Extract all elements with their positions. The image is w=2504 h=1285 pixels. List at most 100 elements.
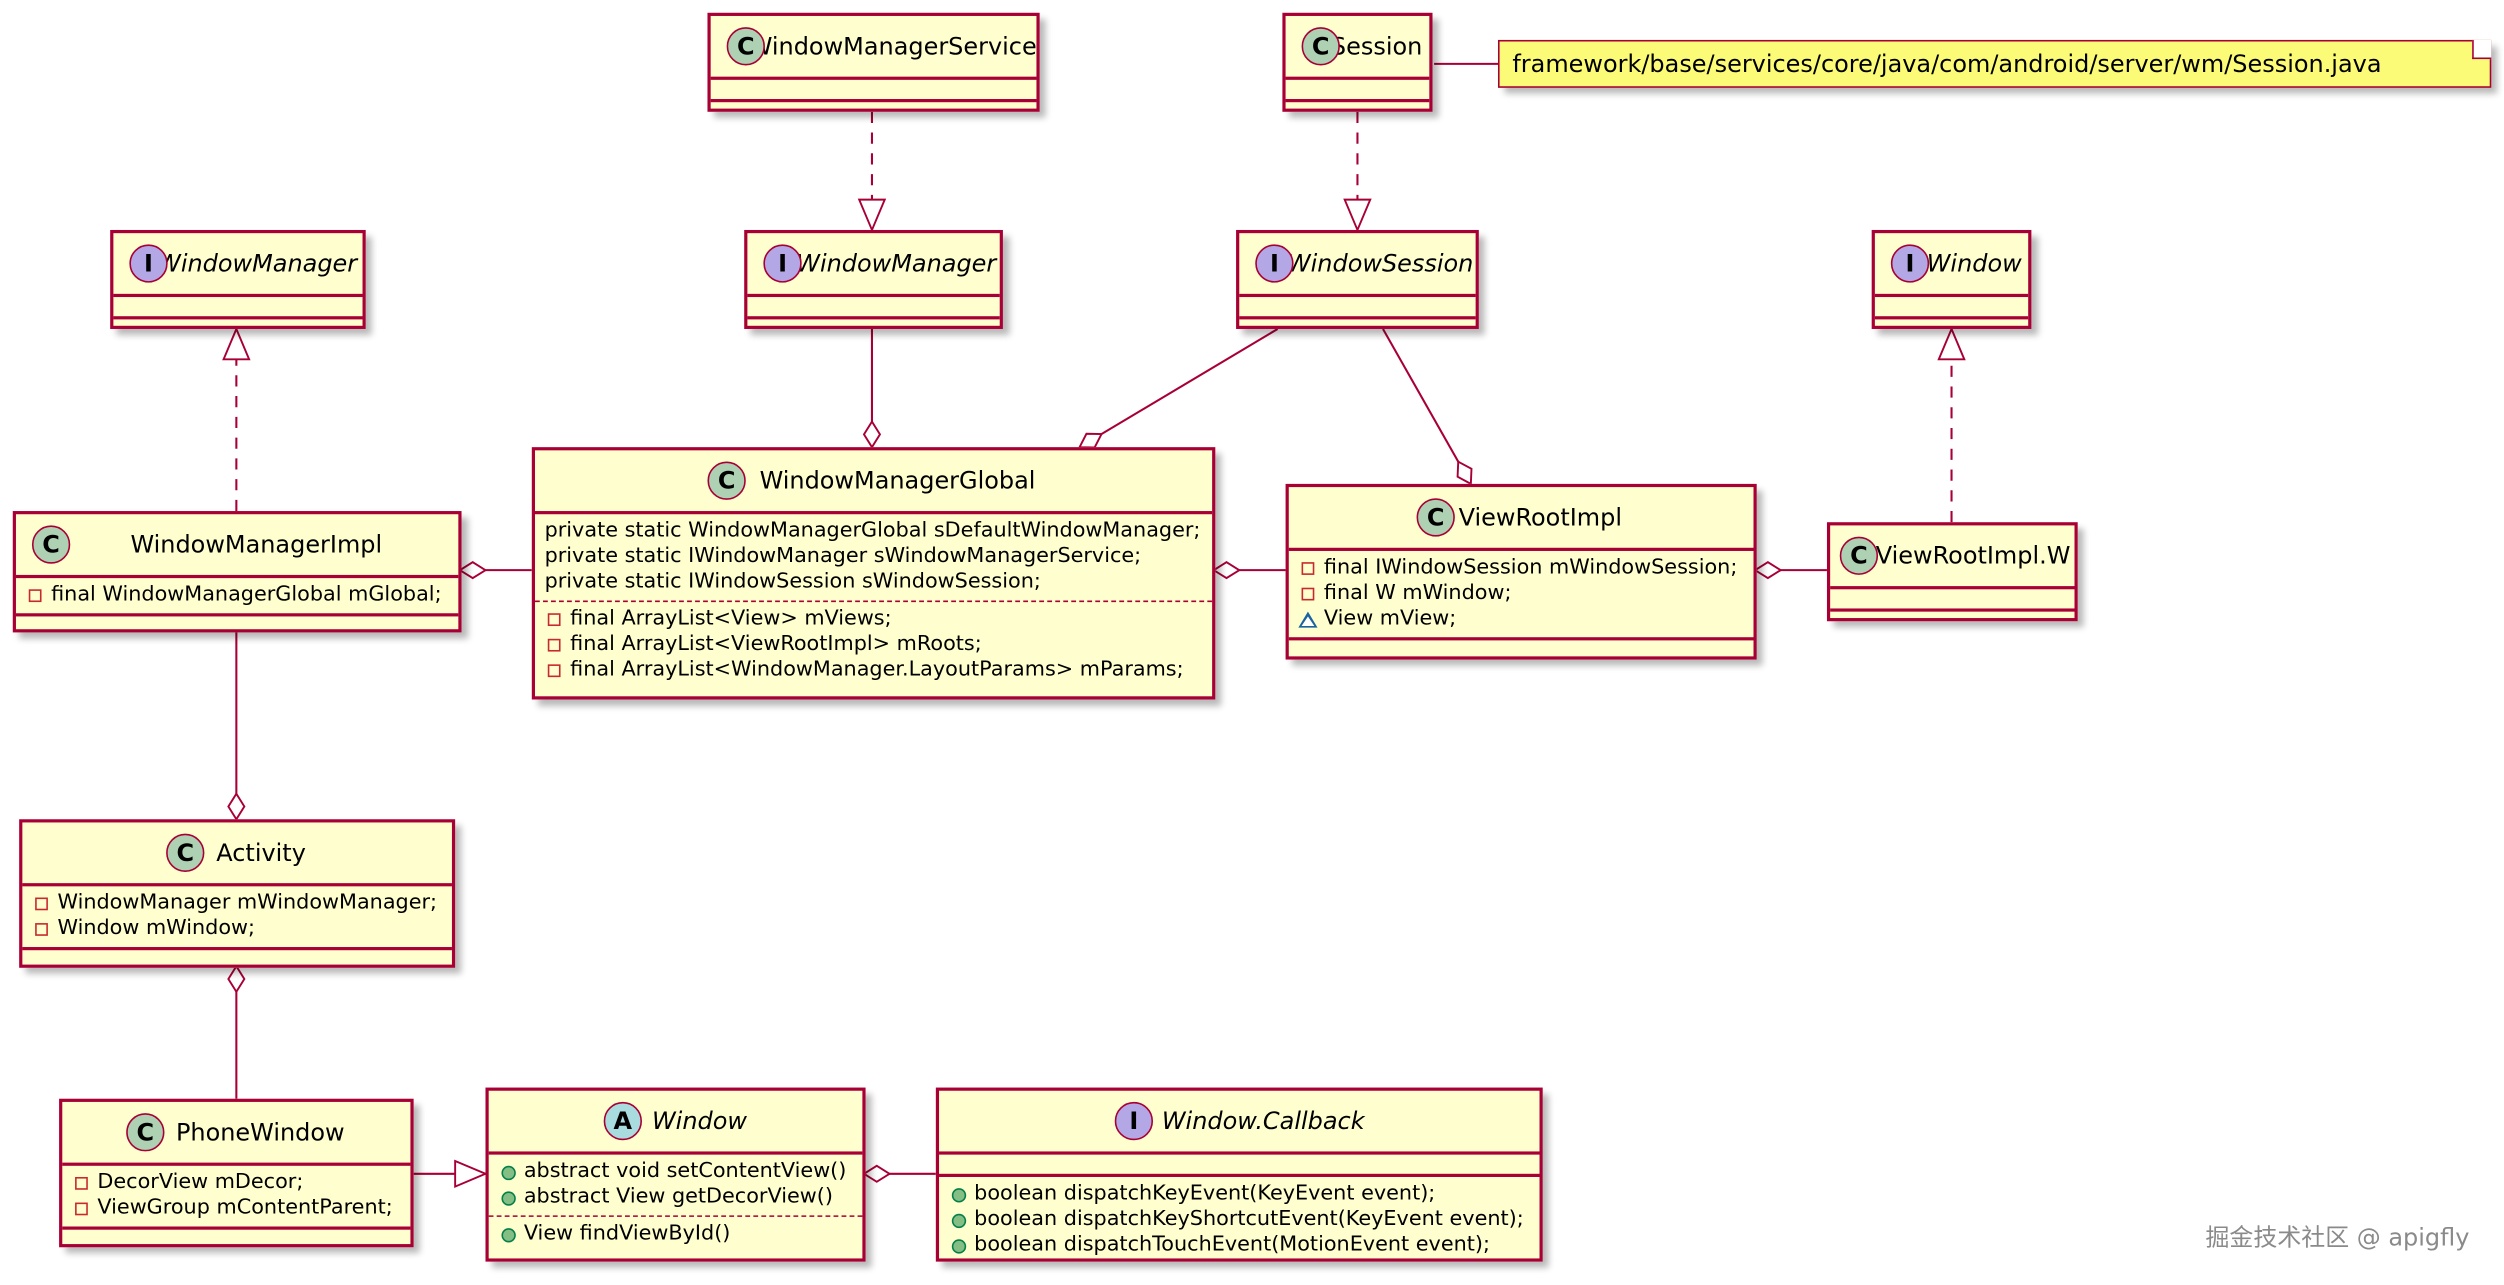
divider (22, 883, 452, 887)
fields-section (939, 1155, 1539, 1174)
divider (22, 947, 452, 951)
public-icon (501, 1165, 516, 1180)
methods-section (113, 319, 362, 338)
private-icon (35, 923, 48, 936)
methods-section: abstract void setContentView() abstract … (489, 1155, 863, 1212)
class-name: WindowManagerImpl (130, 530, 383, 559)
public-icon (501, 1227, 516, 1242)
fields-section: DecorView mDecor; ViewGroup mContentPare… (62, 1166, 410, 1227)
abstract-icon: A (603, 1101, 642, 1141)
divider (1874, 293, 2029, 298)
private-icon (547, 638, 561, 652)
method: View findViewById() (498, 1222, 853, 1248)
class-name: WindowManager (157, 249, 358, 278)
methods-section (1289, 640, 1754, 659)
fields-section (1286, 80, 1430, 99)
divider (15, 574, 459, 579)
aggregation-iws-vri (1382, 328, 1471, 484)
methods-section (16, 616, 458, 635)
field-text: DecorView mDecor; (97, 1170, 304, 1195)
field-text: ViewGroup mContentParent; (97, 1196, 393, 1221)
method: abstract void setContentView() (498, 1159, 853, 1185)
class-name: IWindowManager (789, 249, 997, 278)
interface-icon: I (1890, 244, 1930, 283)
divider (1874, 316, 2029, 320)
interface-icon: I (1114, 1101, 1154, 1141)
field-text: final ArrayList<ViewRootImpl> mRoots; (570, 632, 982, 657)
private-icon (75, 1176, 88, 1190)
field-text: WindowManager mWindowManager; (57, 891, 438, 916)
field: ViewGroup mContentParent; (72, 1196, 401, 1222)
method-text: boolean dispatchTouchEvent(MotionEvent e… (974, 1232, 1491, 1257)
fields-section: final IWindowSession mWindowSession; fin… (1289, 551, 1754, 637)
method: abstract View getDecorView() (498, 1185, 853, 1211)
fields-section: final WindowManagerGlobal mGlobal; (16, 578, 458, 613)
divider (710, 76, 1037, 80)
fields-section (113, 297, 362, 316)
class-name: ViewRootImpl (1458, 503, 1623, 532)
field: final WindowManagerGlobal mGlobal; (26, 583, 449, 609)
fields-section (711, 80, 1037, 99)
divider (15, 613, 459, 617)
divider (1285, 99, 1430, 103)
fields-section (1830, 589, 2074, 608)
methods-section (22, 950, 452, 969)
field-text: final W mWindow; (1323, 581, 1512, 606)
divider (534, 511, 1213, 515)
divider (62, 1226, 411, 1230)
method-text: boolean dispatchKeyShortcutEvent(KeyEven… (974, 1207, 1524, 1232)
field: WindowManager mWindowManager; (32, 891, 442, 917)
fields-section-2: final ArrayList<View> mViews; final Arra… (535, 605, 1212, 688)
class-name: IWindowSession (1279, 249, 1474, 278)
divider (747, 316, 1000, 320)
divider (1239, 293, 1476, 298)
interface-icon: I (763, 244, 802, 283)
public-icon (951, 1212, 967, 1228)
class-name: IWindow (1919, 249, 2022, 278)
fields-section (1239, 297, 1475, 316)
methods-section (1875, 319, 2028, 338)
divider (1239, 316, 1476, 320)
aggregation-iws-wmg (1080, 328, 1279, 447)
method-text: boolean dispatchKeyEvent(KeyEvent event)… (974, 1181, 1436, 1206)
class-name: Session (1330, 31, 1423, 61)
note-fold-corner (2472, 39, 2492, 60)
class-name: WindowManagerService (748, 31, 1037, 61)
divider (113, 316, 363, 320)
methods-section (1830, 612, 2074, 631)
fields-section (747, 297, 999, 316)
field: private static IWindowManager sWindowMan… (545, 545, 1203, 571)
methods-section: boolean dispatchKeyEvent(KeyEvent event)… (939, 1177, 1539, 1263)
class-icon: C (1416, 498, 1455, 537)
fields-section: WindowManager mWindowManager; Window mWi… (22, 886, 452, 947)
dotted-divider (534, 600, 1213, 603)
class-icon: C (726, 27, 765, 66)
method: boolean dispatchTouchEvent(MotionEvent e… (949, 1233, 1530, 1259)
field-text: private static IWindowSession sWindowSes… (544, 570, 1041, 595)
divider (939, 1173, 1540, 1177)
field: Window mWindow; (32, 917, 442, 943)
note-text: framework/base/services/core/java/com/an… (1512, 49, 2382, 79)
field-text: private static WindowManagerGlobal sDefa… (544, 519, 1201, 543)
